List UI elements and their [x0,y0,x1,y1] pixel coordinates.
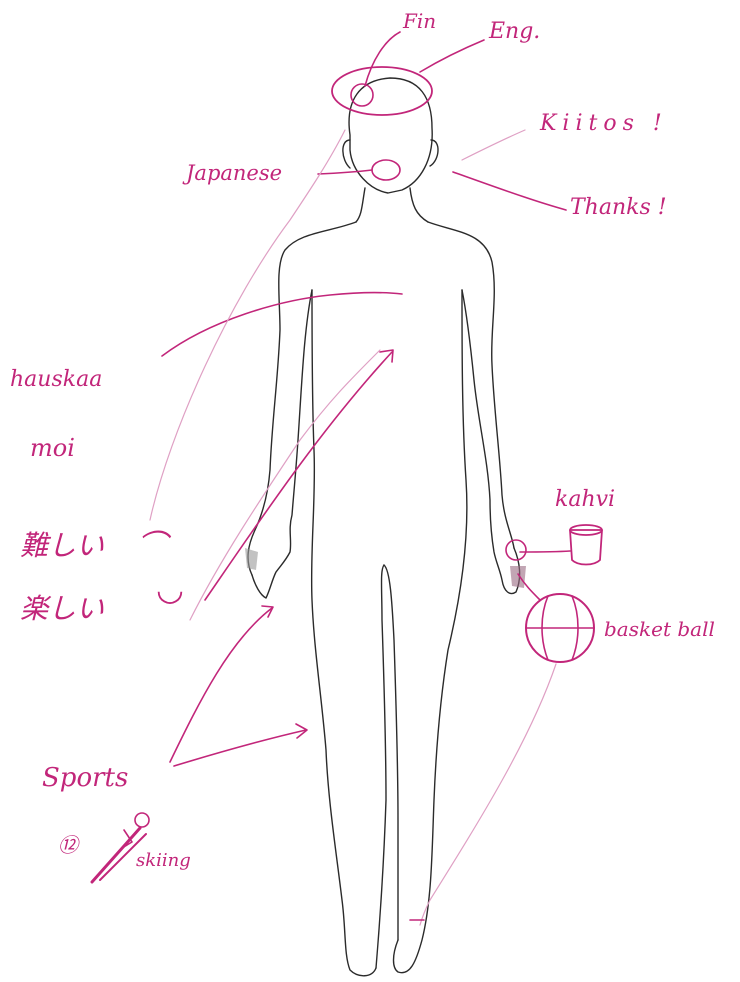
left-hand [252,290,312,598]
right-side-outline [428,222,514,548]
coffee-cup-icon [570,525,602,565]
japanese-label: Japanese [182,161,282,185]
sports-label: Sports [42,763,128,793]
basketball-label: basket ball [604,617,715,641]
difficult-label: 難しい [20,529,104,562]
left-annotations: hauskaa moi 難しい ︵ 楽しい ◡ Sports ⑫ skiing [10,130,402,882]
kahvi-pointer [520,551,570,552]
mouth-circle [372,160,400,180]
head-outline [349,78,432,193]
faint-arc-upper [150,130,345,520]
human-body-outline [248,78,520,976]
right-annotations: kahvi basket ball [410,487,715,925]
thanks-label: Thanks ! [570,195,667,220]
halo-fin [351,84,373,106]
eng-label: Eng. [488,19,540,44]
right-hand [462,290,520,594]
halo-eng [332,67,432,115]
hauskaa-pointer [162,293,402,356]
left-side-outline [248,222,356,575]
kahvi-label: kahvi [555,487,615,512]
right-torso [394,290,467,973]
sports-arrow-up [170,608,272,762]
circled-number: ⑫ [58,833,81,857]
kiitos-pointer [462,130,525,160]
inner-left-leg [376,565,386,968]
fin-label: Fin [402,9,436,33]
happy-face: ◡ [156,570,184,608]
eng-pointer [420,40,484,72]
neck-left [356,188,365,222]
left-ear [343,140,350,168]
skiing-icon [92,813,149,882]
right-hand-shading [510,566,526,588]
basketball-icon [526,594,594,662]
japanese-pointer [318,170,372,174]
head-annotations: Fin Eng. Japanese Kiitos ! Thanks ! [182,9,668,220]
moi-label: moi [30,434,75,462]
fun-arrow-head [380,350,393,362]
fun-label: 楽しい [20,592,104,625]
thanks-pointer [453,172,566,210]
neck-right [410,188,428,222]
skiing-label: skiing [136,850,191,871]
sports-arrow-right [174,730,306,766]
kiitos-label: Kiitos ! [539,111,668,136]
right-hand-circle [506,540,526,560]
hauskaa-label: hauskaa [10,367,102,392]
left-torso [312,290,376,976]
fun-arrow [205,352,392,600]
sad-face: ︵ [142,509,172,544]
left-hand-shading [245,548,258,570]
